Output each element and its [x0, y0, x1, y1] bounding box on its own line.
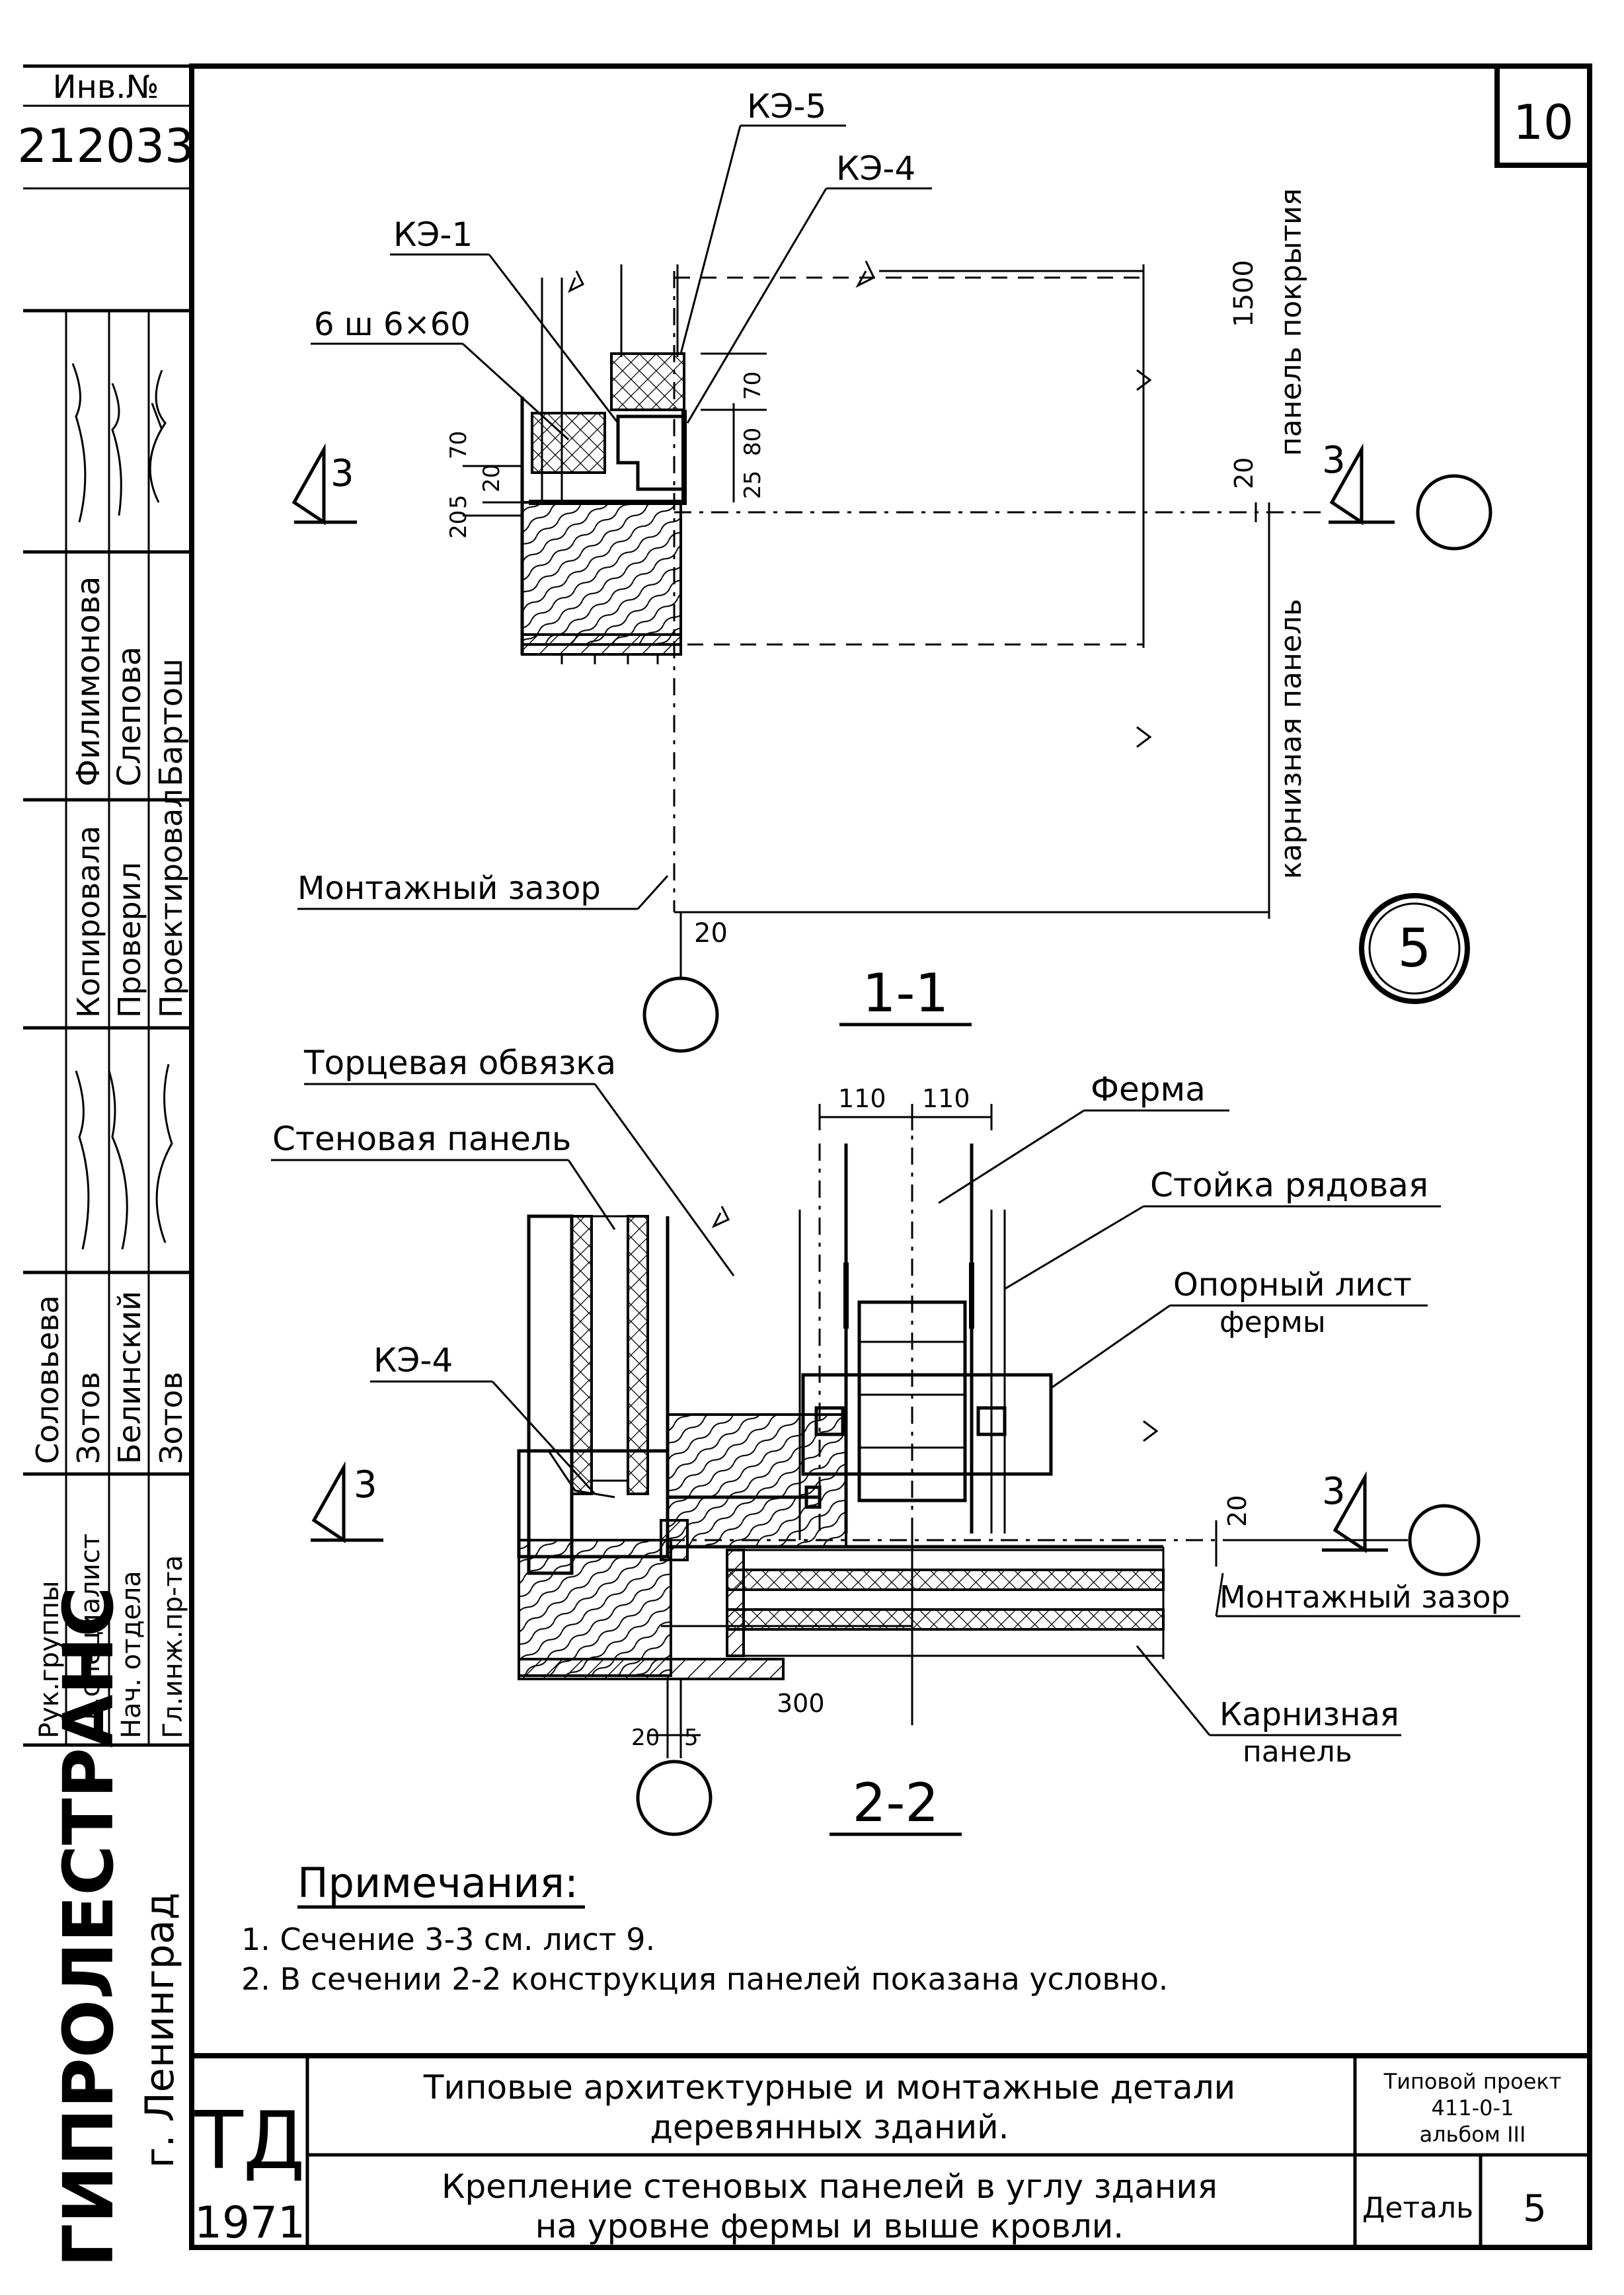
organization-name: ГИПРОЛЕСТРАНС: [48, 1586, 129, 2267]
plate-callout-line2: фермы: [1219, 1305, 1326, 1339]
stamp-name: Слепова: [111, 646, 148, 787]
stamp-role: Нач. отдела: [116, 1571, 147, 1738]
signature-scribble: [155, 1064, 173, 1243]
detail-label: Деталь: [1362, 2191, 1473, 2225]
stamp-name: Белинский: [112, 1291, 147, 1464]
ke1-callout: КЭ-1: [393, 215, 473, 254]
stamp-role: Проверил: [112, 862, 147, 1018]
inventory-number: 212033: [17, 119, 194, 173]
bolts-callout: 6 ш 6×60: [314, 306, 471, 343]
cut-number-left-2: 3: [354, 1463, 377, 1506]
cut-number-right: 3: [1322, 439, 1346, 482]
sheet-number-box: [1494, 63, 1592, 168]
title-line1: Типовые архитектурные и монтажные детали: [423, 2068, 1235, 2107]
reference-circle: [1408, 1504, 1481, 1576]
cornice-callout-line1: Карнизная: [1219, 1696, 1399, 1733]
ke4-callout-2: КЭ-4: [373, 1341, 453, 1380]
stamp-name: Филимонова: [70, 576, 107, 787]
cornice-callout-line2: панель: [1243, 1735, 1352, 1769]
section-2-2: 110 110 300 20 5 20 Торцевая обвязка Сте…: [271, 1044, 1520, 1836]
stamp-role: Гл.инж.пр-та: [158, 1555, 188, 1738]
dim-110-left: 110: [838, 1084, 886, 1113]
detail-circle: [1359, 893, 1470, 1004]
dim-20-bottom: 20: [631, 1725, 660, 1751]
ke5-callout: КЭ-5: [747, 87, 826, 126]
cornice-panel-label: карнизная панель: [1274, 599, 1308, 879]
dim-20-left: 20: [479, 464, 505, 492]
cut-number-left: 3: [330, 452, 354, 495]
stamp-role: Копировала: [71, 826, 106, 1018]
dim-20-right: 20: [1229, 457, 1258, 489]
title-block: ТД 1971 Типовые архитектурные и монтажны…: [194, 2068, 1561, 2248]
ke4-callout: КЭ-4: [836, 149, 915, 188]
notes-heading: Примечания:: [297, 1859, 578, 1907]
reference-circle: [642, 976, 719, 1053]
reference-circle: [636, 1760, 713, 1836]
wall-panel-callout: Стеновая панель: [272, 1120, 571, 1158]
dim-5-left: 5: [445, 494, 472, 509]
cut-number-right-2: 3: [1322, 1470, 1346, 1513]
detail-number-box: 5: [1523, 2187, 1547, 2230]
stamp-name: Бартош: [153, 658, 190, 787]
doc-code: ТД: [194, 2095, 305, 2187]
title-line2: деревянных зданий.: [650, 2108, 1009, 2146]
stamp-role: Проектировал: [153, 789, 189, 1018]
section-1-1: 1500 панель покрытия карнизная панель 20…: [291, 87, 1492, 1053]
sheet-number: 10: [1513, 95, 1574, 150]
gap-callout-2: Монтажный зазор: [1219, 1579, 1510, 1615]
dim-70-left: 70: [445, 431, 472, 459]
stamp-name: Зотов: [153, 1372, 189, 1464]
ke5-element: [610, 352, 685, 411]
city-name: г. Ленинград: [137, 1892, 183, 2168]
gap-callout: Монтажный зазор: [297, 870, 601, 907]
signature-scribble: [149, 370, 167, 503]
truss-callout: Ферма: [1091, 1070, 1206, 1109]
dim-70-right: 70: [740, 371, 766, 400]
subtitle-line2: на уровне фермы и выше кровли.: [535, 2207, 1124, 2245]
reference-circle: [1416, 474, 1492, 551]
stamp-role: Рук.группы: [34, 1580, 65, 1738]
project-line2: 411-0-1: [1432, 2095, 1514, 2120]
dim-1500: 1500: [1229, 260, 1259, 327]
dim-300: 300: [777, 1689, 825, 1718]
stamp-block: Инв.№ 212033 Бартош Слепова Филимонова П…: [17, 69, 194, 2267]
doc-year: 1971: [194, 2197, 305, 2248]
end-frame-callout: Торцевая обвязка: [303, 1044, 616, 1082]
inventory-label: Инв.№: [53, 69, 159, 106]
stamp-role: Гл.специалист: [75, 1534, 106, 1738]
section-label-2-2: 2-2: [853, 1772, 939, 1834]
dim-5-bottom: 5: [684, 1725, 699, 1751]
subtitle-line1: Крепление стеновых панелей в углу здания: [442, 2167, 1218, 2206]
dim-20-right: 20: [1223, 1495, 1252, 1527]
end-frame-beam: [666, 1413, 847, 1548]
notes-block: Примечания: 1. Сечение 3-3 см. лист 9. 2…: [241, 1859, 1168, 1997]
post-callout: Стойка рядовая: [1150, 1166, 1428, 1204]
project-line3: альбом III: [1420, 2122, 1526, 2147]
dim-110-right: 110: [922, 1084, 970, 1113]
dim-80: 80: [740, 428, 766, 456]
signature-scribble: [111, 383, 122, 516]
ke1-element: [531, 412, 606, 474]
corner-post: [518, 1539, 672, 1677]
dim-20-gap: 20: [694, 918, 728, 949]
dim-25: 25: [740, 471, 766, 499]
plate-callout-line1: Опорный лист: [1173, 1266, 1412, 1303]
note-item: 2. В сечении 2-2 конструкция панелей пок…: [241, 1961, 1168, 1997]
section-label-1-1: 1-1: [863, 962, 949, 1024]
stamp-name: Зотов: [71, 1372, 106, 1464]
project-line1: Типовой проект: [1383, 2069, 1562, 2094]
signature-scribble: [75, 1070, 90, 1250]
detail-number: 5: [1398, 917, 1432, 979]
stamp-name: Соловьева: [30, 1295, 65, 1464]
cornice-block: [521, 501, 682, 646]
note-item: 1. Сечение 3-3 см. лист 9.: [241, 1922, 655, 1957]
support-plate: [801, 1373, 1053, 1476]
sheet-frame: [23, 63, 1592, 2250]
roof-panel-label: панель покрытия: [1274, 188, 1308, 456]
signature-scribble: [108, 1070, 128, 1250]
signature-scribble: [71, 363, 87, 523]
dim-20-bottom-left: 20: [445, 510, 472, 539]
